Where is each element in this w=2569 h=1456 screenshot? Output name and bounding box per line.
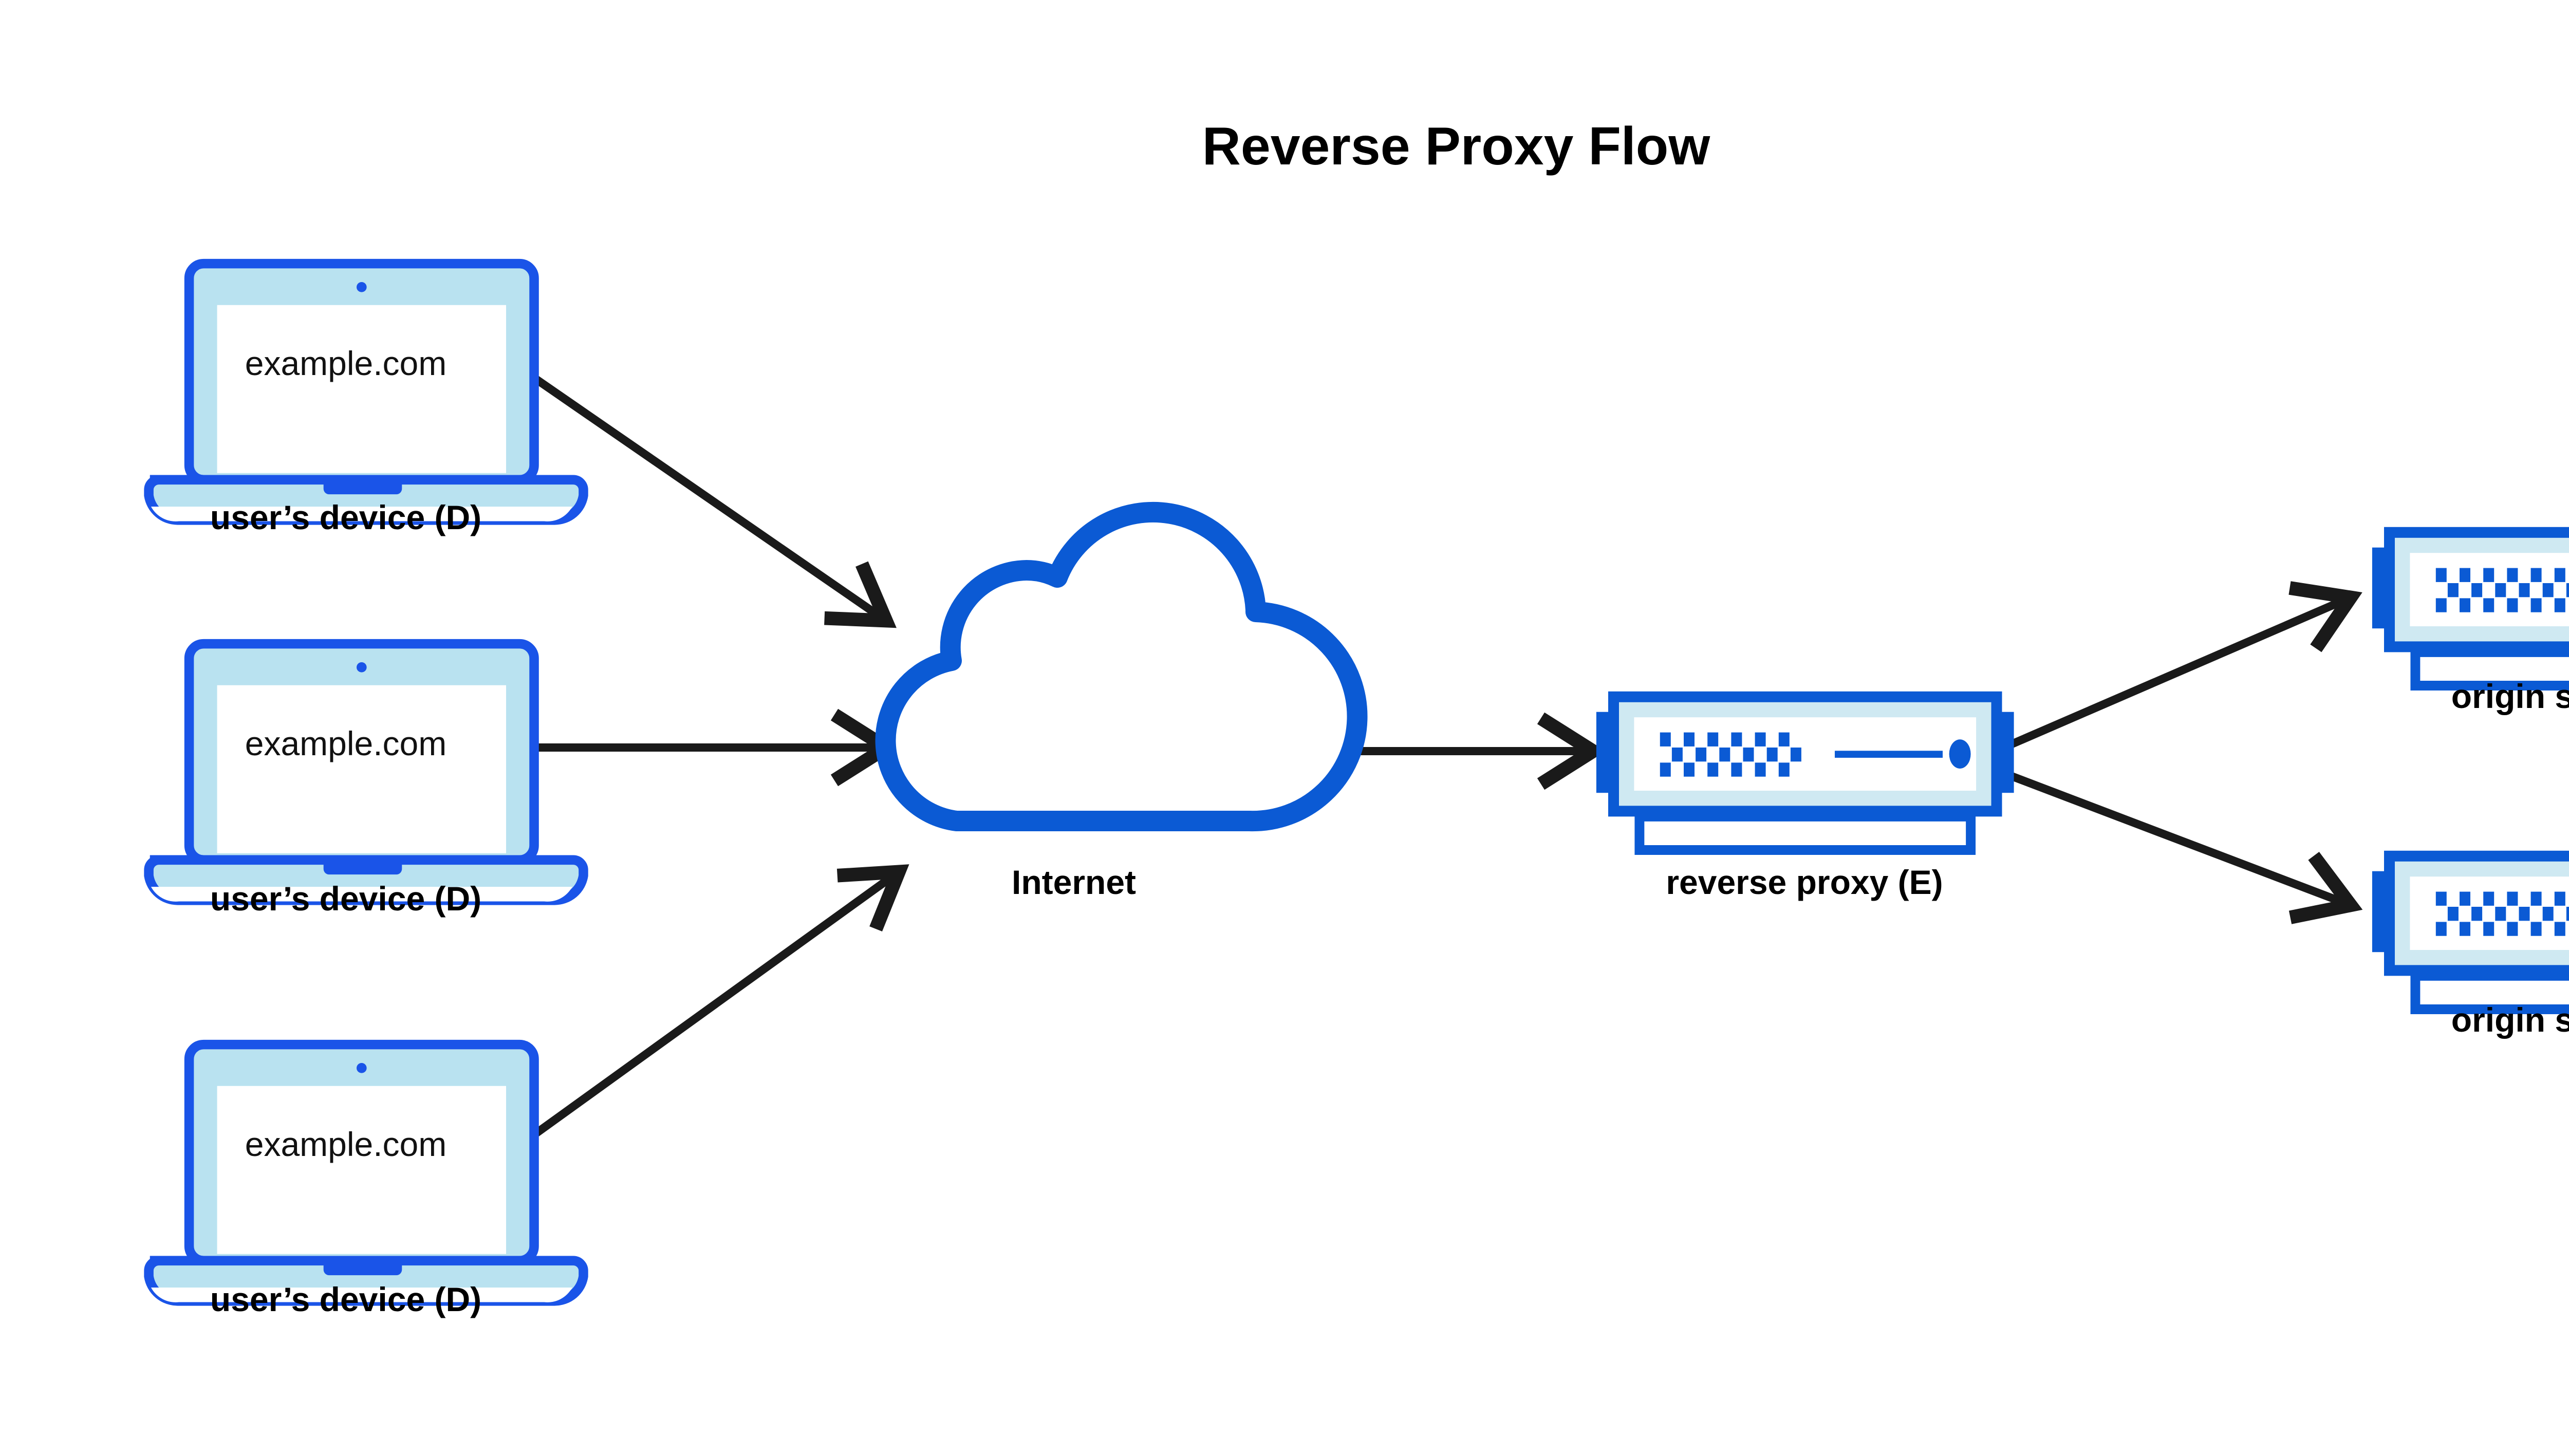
internet-label: Internet (1012, 863, 1136, 901)
node-origin-server-2[interactable]: origin server (F) (2372, 856, 2569, 1039)
arrow-proxy-to-origin1 (2002, 581, 2362, 752)
server-icon (1596, 697, 2014, 850)
device-screen-text: example.com (245, 1125, 447, 1163)
arrow-device3-to-internet (516, 864, 909, 1149)
device-screen-text: example.com (245, 344, 447, 382)
device-label: user’s device (D) (210, 498, 481, 536)
page-title: Reverse Proxy Flow (1202, 117, 1711, 176)
node-user-device-2[interactable]: example.com user’s device (D) (149, 644, 584, 918)
arrow-proxy-to-origin2 (2002, 769, 2363, 924)
server-icon (2372, 532, 2569, 685)
device-screen-text: example.com (245, 724, 447, 762)
laptop-icon (149, 644, 584, 902)
device-label: user’s device (D) (210, 1280, 481, 1318)
laptop-icon (149, 264, 584, 521)
arrow-device1-to-internet (516, 364, 897, 628)
origin-server-label: origin server (F) (2451, 1001, 2569, 1039)
node-internet[interactable]: Internet (875, 501, 1368, 901)
origin-server-label: origin server (F) (2451, 677, 2569, 715)
node-user-device-3[interactable]: example.com user’s device (D) (149, 1044, 584, 1318)
laptop-icon (149, 1044, 584, 1302)
connection-arrows (514, 364, 2363, 1149)
node-reverse-proxy[interactable]: reverse proxy (E) (1596, 697, 2014, 901)
server-icon (2372, 856, 2569, 1009)
reverse-proxy-label: reverse proxy (E) (1666, 863, 1943, 901)
node-user-device-1[interactable]: example.com user’s device (D) (149, 264, 584, 536)
device-label: user’s device (D) (210, 880, 481, 918)
node-origin-server-1[interactable]: origin server (F) (2372, 532, 2569, 715)
cloud-icon (875, 501, 1368, 832)
